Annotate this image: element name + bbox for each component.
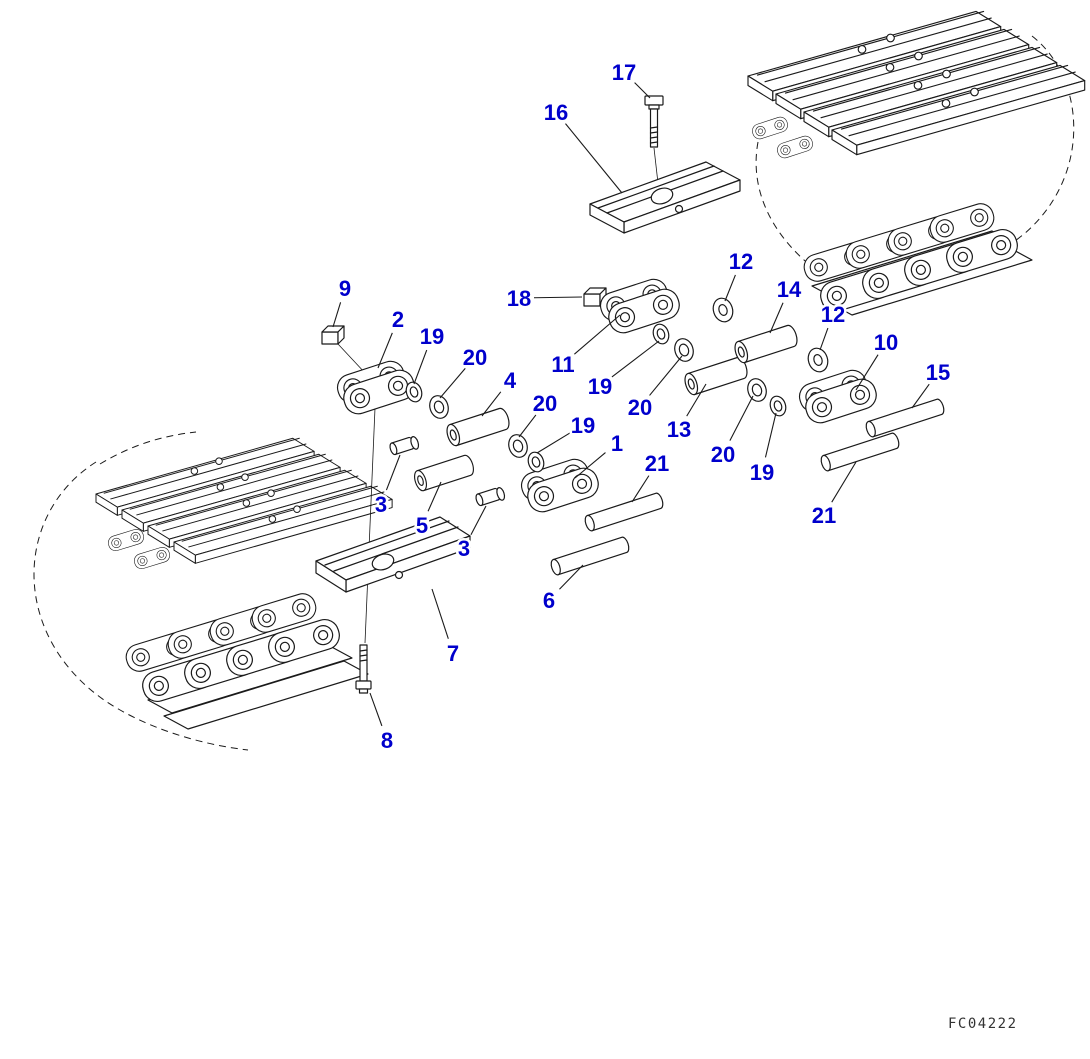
callout-4: 4: [504, 368, 517, 393]
leader-line-3-23: [385, 454, 401, 491]
bushing-5: [411, 453, 477, 493]
link-10: [795, 366, 881, 427]
leader-line-13-11: [686, 383, 707, 417]
bolt-8: [355, 644, 372, 694]
leader-line-11-8: [574, 314, 621, 355]
leader-line-6-26: [559, 564, 584, 590]
link-2: [333, 357, 419, 418]
leader-line-12-16: [819, 327, 829, 351]
track-link-assembly-bottom-left: [122, 590, 369, 730]
callout-12: 12: [821, 302, 845, 327]
seal-20-c: [671, 335, 697, 365]
bushing-13: [682, 355, 750, 397]
callout-6: 6: [543, 588, 555, 613]
callout-19: 19: [588, 374, 612, 399]
callout-11: 11: [551, 352, 574, 377]
leader-line-19-20: [536, 432, 571, 454]
callout-2: 2: [392, 307, 404, 332]
callout-3: 3: [458, 536, 470, 561]
seal-19-c: [650, 321, 672, 347]
callout-1: 1: [611, 431, 623, 456]
callout-20: 20: [463, 345, 487, 370]
leader-line-17-0: [634, 82, 651, 99]
callout-15: 15: [926, 360, 950, 385]
leader-line-19-13: [764, 412, 777, 458]
bushing-4: [444, 406, 512, 448]
callout-19: 19: [571, 413, 595, 438]
leader-line-7-27: [431, 588, 449, 639]
leader-line-20-10: [649, 355, 683, 396]
spacer-3-b: [474, 485, 507, 509]
leader-line-14-15: [769, 302, 784, 334]
leader-line-19-5: [413, 349, 428, 385]
leader-line-18-2: [533, 296, 583, 299]
seal-20-a: [426, 392, 452, 422]
callout-16: 16: [544, 100, 568, 125]
callout-9: 9: [339, 276, 351, 301]
leader-line-3-25: [470, 505, 487, 535]
bolt-17: [644, 95, 664, 148]
callout-3: 3: [375, 492, 387, 517]
leader-line-20-19: [518, 414, 537, 438]
spacer-3-a: [388, 434, 421, 458]
leader-line-19-9: [611, 340, 660, 378]
callout-18: 18: [507, 286, 531, 311]
pin-15: [863, 397, 947, 439]
callout-17: 17: [612, 60, 636, 85]
leader-line-21-22: [631, 475, 650, 503]
callout-20: 20: [533, 391, 557, 416]
leader-line-10-17: [855, 354, 879, 391]
callout-13: 13: [667, 417, 691, 442]
leader-line-2-4: [377, 332, 393, 369]
pin-21-right: [818, 431, 902, 473]
pin-6: [548, 535, 632, 577]
callout-19: 19: [750, 460, 774, 485]
track-shoe-7: [315, 516, 471, 593]
bushing-half-12-b: [804, 345, 832, 375]
leader-line-5-24: [427, 481, 442, 512]
track-shoe-assembly-top-right: [747, 10, 1086, 160]
callout-12: 12: [729, 249, 753, 274]
leader-line-8-28: [369, 692, 383, 727]
callout-14: 14: [777, 277, 802, 302]
leader-line-4-7: [481, 391, 502, 417]
callout-8: 8: [381, 728, 393, 753]
nut-9: [321, 325, 345, 345]
leader-line-21-29: [831, 461, 857, 503]
leader-line-9-3: [332, 302, 342, 328]
callout-20: 20: [628, 395, 652, 420]
bushing-half-12-a: [709, 295, 737, 325]
bushing-14: [732, 323, 800, 365]
callout-7: 7: [447, 641, 459, 666]
seal-20-b: [505, 431, 531, 461]
leader-line-16-1: [565, 123, 623, 194]
callout-21: 21: [645, 451, 669, 476]
callout-layer: 1716189219204111920132019121412101520191…: [332, 58, 953, 756]
figure-code: FC04222: [948, 1016, 1018, 1032]
seal-19-d: [767, 393, 789, 419]
callout-21: 21: [812, 503, 836, 528]
callout-19: 19: [420, 324, 444, 349]
leader-line-15-18: [911, 383, 930, 409]
callout-20: 20: [711, 442, 735, 467]
leader-line-12-14: [724, 274, 736, 302]
pin-21-center: [582, 491, 666, 533]
track-shoe-16: [589, 161, 741, 234]
callout-5: 5: [416, 513, 428, 538]
dashed-track-outline-left: [33, 431, 249, 751]
callout-10: 10: [874, 330, 898, 355]
leader-line-20-6: [439, 368, 466, 399]
leader-line-1-21: [574, 452, 606, 479]
master-link-11: [596, 275, 684, 337]
track-link-assembly-right: [800, 200, 1033, 316]
leader-line-20-12: [729, 395, 754, 441]
seal-20-d: [744, 375, 770, 405]
